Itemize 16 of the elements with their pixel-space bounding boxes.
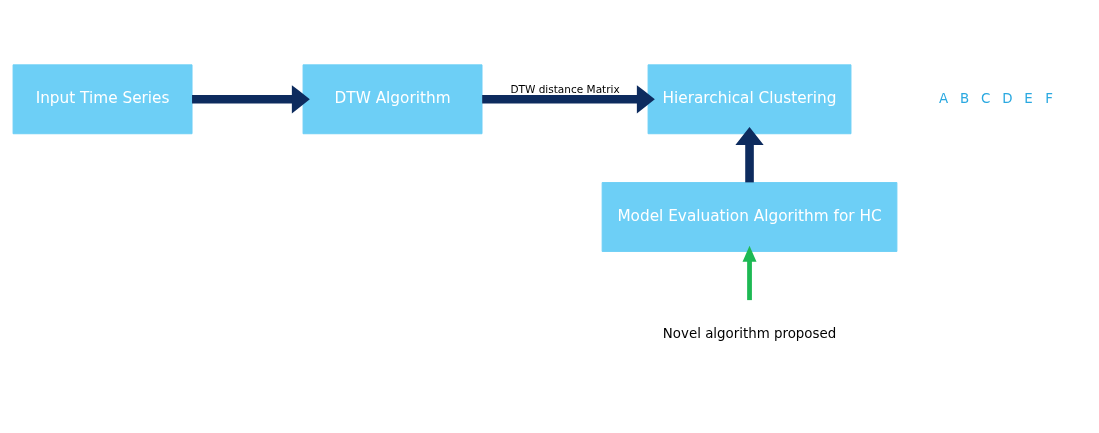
arrow xyxy=(192,84,310,113)
label: C xyxy=(981,90,991,106)
node-box: Model Evaluation Algorithm for HC xyxy=(601,181,898,252)
node-box: Hierarchical Clustering xyxy=(647,63,852,134)
arrow xyxy=(482,84,655,113)
node-box: Input Time Series xyxy=(12,63,193,134)
node-text: Novel algorithm proposed xyxy=(662,325,837,341)
label: F xyxy=(1045,90,1053,106)
label: E xyxy=(1024,90,1033,106)
arrow xyxy=(742,245,757,300)
node-box: DTW Algorithm xyxy=(302,63,483,134)
label: A xyxy=(939,90,949,106)
label: D xyxy=(1002,90,1013,106)
edge-label: DTW distance Matrix xyxy=(510,82,620,95)
arrow xyxy=(735,126,764,182)
label: B xyxy=(960,90,970,106)
